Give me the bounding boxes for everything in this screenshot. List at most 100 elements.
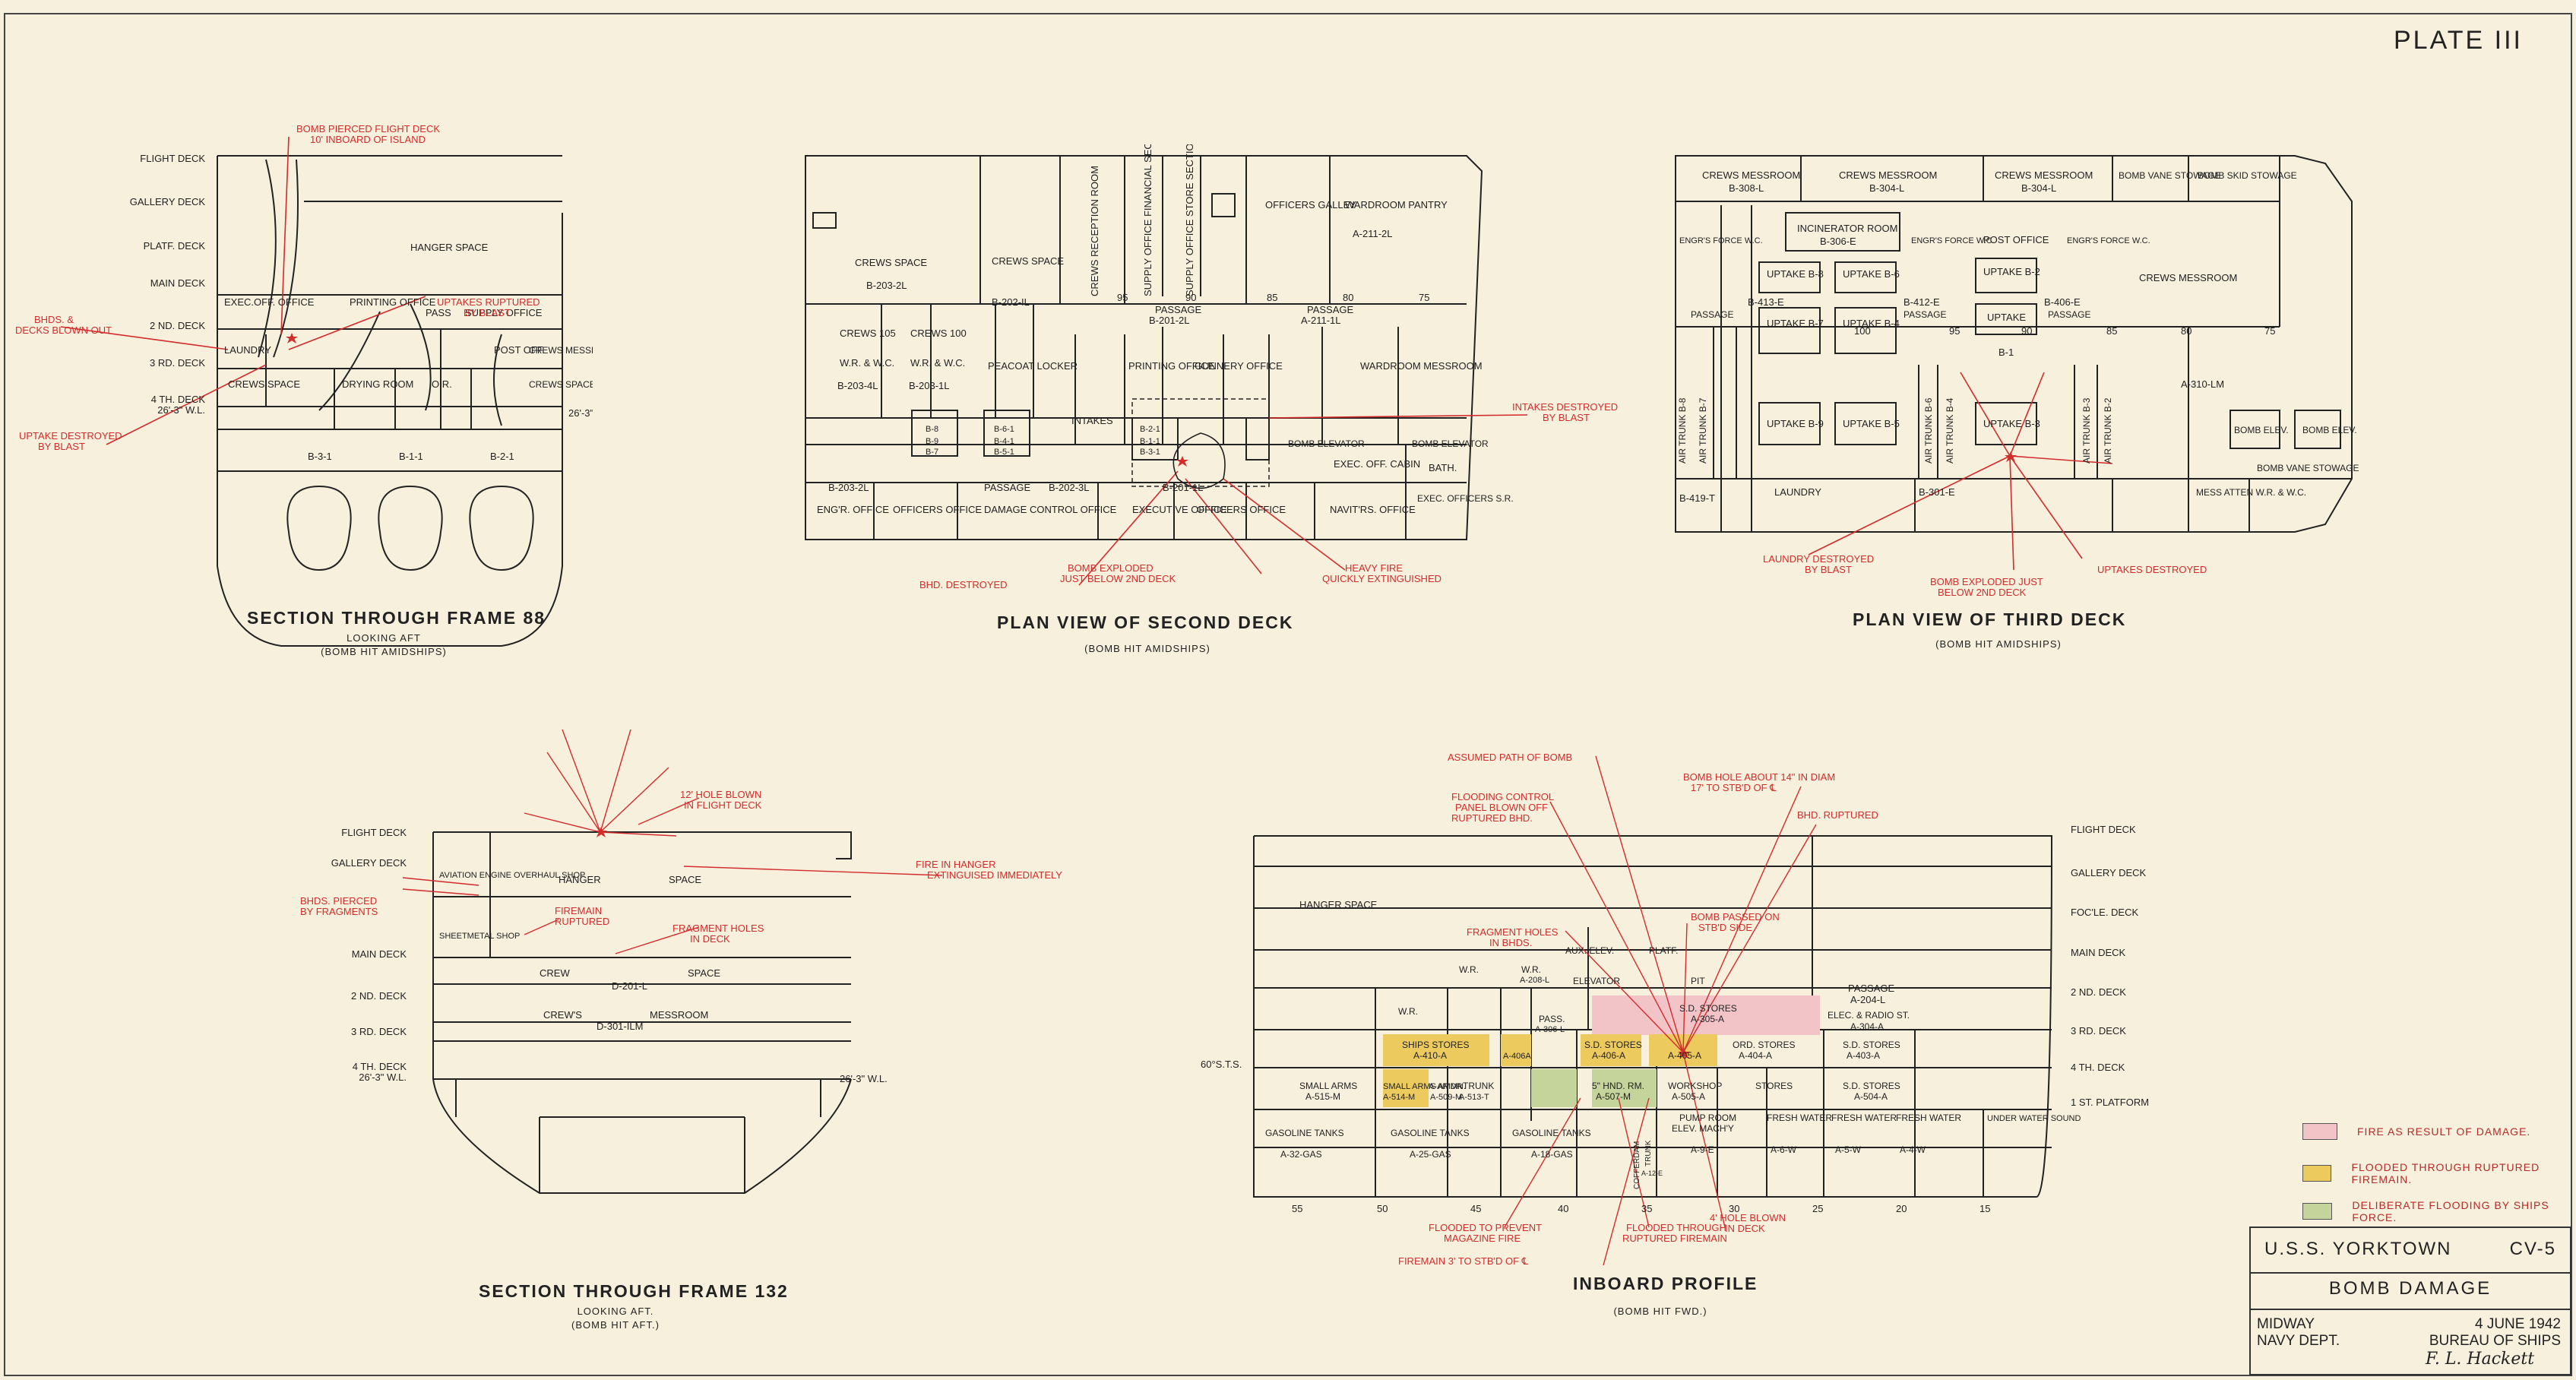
third-deck-space: BOMB VANE STOWAGE xyxy=(2257,463,2359,473)
frame132-space: SHEETMETAL SHOP xyxy=(439,932,520,941)
second-deck-note: QUICKLY EXTINGUISHED xyxy=(1322,573,1441,584)
inboard-space: PASSAGE xyxy=(1848,983,1895,994)
frame88-space-label: SUPPLY OFFICE xyxy=(465,307,543,318)
second-deck-space: EXECUTIVE OFFICE xyxy=(1132,504,1227,515)
frame132-space: MESSROOM xyxy=(650,1009,708,1021)
frame88-note: BHDS. & xyxy=(34,314,74,325)
second-deck-space: B-3-1 xyxy=(1140,448,1160,457)
frame132-note: IN FLIGHT DECK xyxy=(684,799,762,811)
inboard-note: IN DECK xyxy=(1725,1223,1765,1234)
frame132-note: FIRE IN HANGER xyxy=(916,859,995,870)
inboard-deck-label: FLIGHT DECK xyxy=(2071,824,2136,835)
third-deck-space: PASSAGE xyxy=(1904,309,1946,320)
inboard-space: A-507-M xyxy=(1596,1091,1631,1102)
third-deck-space: AIR TRUNK B-8 xyxy=(1677,397,1688,464)
inboard-space: A-5-W xyxy=(1835,1144,1862,1155)
second-deck-space: PEACOAT LOCKER xyxy=(988,360,1078,372)
inboard-space: GASOLINE TANKS xyxy=(1512,1128,1591,1138)
inboard-note: 4' HOLE BLOWN xyxy=(1710,1212,1786,1223)
second-deck-space: GUNNERY OFFICE xyxy=(1195,360,1283,372)
hull-number: CV-5 xyxy=(2509,1239,2556,1259)
inboard-note: RUPTURED BHD. xyxy=(1451,812,1533,824)
frame132-deck-label: 2 ND. DECK xyxy=(351,990,407,1002)
inboard-note: BHD. RUPTURED xyxy=(1797,809,1878,821)
second-deck-space: B-1-1 xyxy=(1140,437,1160,446)
frame88-space-label: O.R. xyxy=(432,378,452,390)
frame88-space-label: DRYING ROOM xyxy=(342,378,413,390)
third-deck-space: UPTAKE B-5 xyxy=(1843,418,1900,429)
frame88-space-label: POST OFF. xyxy=(494,344,545,356)
third-deck-space: INCINERATOR ROOM xyxy=(1797,223,1897,234)
second-deck-space: PASSAGE xyxy=(984,482,1031,493)
frame132-note: FIREMAIN xyxy=(555,905,602,916)
battle-date: 4 JUNE 1942 xyxy=(2474,1316,2561,1332)
second-deck-space: W.R. & W.C. xyxy=(840,357,894,369)
inboard-note: FRAGMENT HOLES xyxy=(1467,926,1559,938)
frame132-note: RUPTURED xyxy=(555,916,609,927)
frame132-space: SPACE xyxy=(688,967,720,979)
frame88-space-label: B-3-1 xyxy=(308,451,332,462)
third-deck-space: UPTAKE xyxy=(1987,312,2026,323)
third-deck-space: ENGR'S FORCE W.C. xyxy=(2067,236,2150,245)
third-deck-title: PLAN VIEW OF THIRD DECK xyxy=(1853,609,2127,629)
second-deck-space: B-8 xyxy=(926,425,938,434)
frame88-deck-label: PLATF. DECK xyxy=(144,240,206,252)
frame132-note: BHDS. PIERCED xyxy=(300,895,377,907)
third-deck-plan-drawing: CREWS MESSROOM B-308-L CREWS MESSROOM B-… xyxy=(1675,155,2359,598)
inboard-space: A-515-M xyxy=(1305,1091,1340,1102)
inboard-title: INBOARD PROFILE xyxy=(1573,1274,1758,1293)
frame132-deck-label: 26'-3" W.L. xyxy=(359,1071,407,1083)
second-deck-space: INTAKES xyxy=(1071,415,1113,426)
second-deck-space: WARDROOM PANTRY xyxy=(1345,199,1448,210)
frame132-space: CREW xyxy=(540,967,570,979)
frame132-deck-label: 3 RD. DECK xyxy=(351,1026,407,1037)
third-deck-space: CREWS MESSROOM xyxy=(2139,272,2237,283)
frame132-note: 12' HOLE BLOWN xyxy=(680,789,761,800)
third-deck-space: AIR TRUNK B-4 xyxy=(1945,397,1955,464)
third-deck-space: UPTAKE B-3 xyxy=(1983,418,2040,429)
inboard-frame: 25 xyxy=(1812,1203,1823,1214)
second-deck-frame: 95 xyxy=(1117,292,1128,303)
frame132-space: HANGER xyxy=(559,874,601,885)
second-deck-space: B-9 xyxy=(926,437,938,446)
third-deck-space: AIR TRUNK B-6 xyxy=(1923,397,1934,464)
frame88-space-label: HANGER SPACE xyxy=(410,242,489,253)
second-deck-note: BOMB EXPLODED xyxy=(1068,562,1154,574)
title-block-rule xyxy=(2251,1272,2570,1274)
frame88-deck-label: 4 TH. DECK xyxy=(151,394,206,405)
third-deck-space: UPTAKE B-6 xyxy=(1843,268,1900,280)
inboard-space: A-12-E xyxy=(1641,1170,1663,1177)
third-deck-space: B-1 xyxy=(1998,347,2014,358)
inboard-space: PASS. xyxy=(1539,1014,1565,1024)
second-deck-space: B-203-2L xyxy=(866,280,907,291)
second-deck-space: EXEC. OFFICERS S.R. xyxy=(1417,493,1514,504)
frame88-subtitle: (BOMB HIT AMIDSHIPS) xyxy=(321,646,447,657)
inboard-space: FRESH WATER xyxy=(1896,1113,1961,1123)
inboard-space: A-208-L xyxy=(1520,976,1549,985)
second-deck-space: CREWS RECEPTION ROOM xyxy=(1089,166,1100,296)
third-deck-note: UPTAKES DESTROYED xyxy=(2097,564,2207,575)
inboard-profile-drawing: FLIGHT DECK GALLERY DECK FOC'LE. DECK MA… xyxy=(1201,752,2149,1267)
second-deck-space: BATH. xyxy=(1429,462,1457,473)
frame132-subtitle: LOOKING AFT. xyxy=(577,1306,654,1317)
department: NAVY DEPT. xyxy=(2257,1333,2340,1349)
inboard-space: SMALL ARMS AMMN. xyxy=(1383,1082,1466,1091)
inboard-note: FLOODING CONTROL xyxy=(1451,791,1554,802)
second-deck-space: CREWS 105 xyxy=(840,328,896,339)
third-deck-frame: 85 xyxy=(2106,325,2117,337)
third-deck-space: B-406-E xyxy=(2044,296,2081,308)
third-deck-frame: 90 xyxy=(2021,325,2032,337)
second-deck-frame: 75 xyxy=(1419,292,1429,303)
frame132-section-drawing: FLIGHT DECK GALLERY DECK MAIN DECK 2 ND.… xyxy=(300,729,1062,1194)
inboard-frame: 35 xyxy=(1641,1203,1652,1214)
second-deck-space: DAMAGE CONTROL OFFICE xyxy=(984,504,1117,515)
third-deck-subtitle: (BOMB HIT AMIDSHIPS) xyxy=(1935,638,2062,650)
inboard-space: ELEV. MACH'Y xyxy=(1672,1123,1734,1134)
frame132-title: SECTION THROUGH FRAME 132 xyxy=(479,1281,789,1301)
inboard-space: A-509-M xyxy=(1430,1093,1462,1102)
frame88-note: 10' INBOARD OF ISLAND xyxy=(310,134,426,145)
second-deck-space: B-203-4L xyxy=(837,380,878,391)
legend-item-firemain: FLOODED THROUGH RUPTURED FIREMAIN. xyxy=(2302,1161,2561,1185)
inboard-frame: 20 xyxy=(1896,1203,1907,1214)
third-deck-space: A-310-LM xyxy=(2181,378,2224,390)
